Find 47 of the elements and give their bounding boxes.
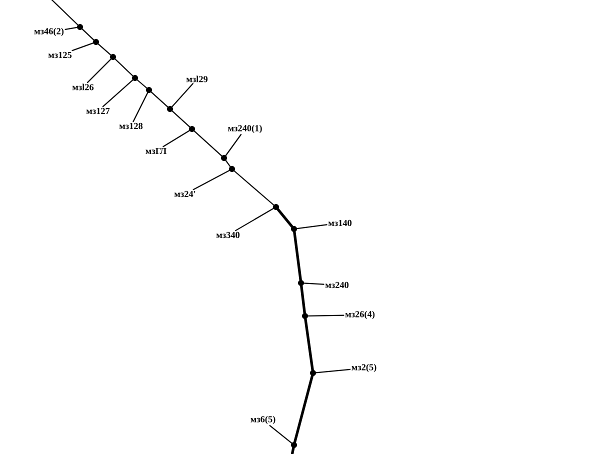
point-label: мз140 [328,220,352,226]
point-label: мз127 [86,108,110,114]
leader-line [316,368,351,374]
point-label: мз24' [174,190,196,198]
point-label: мз46(2) [34,28,64,36]
line-segment [234,170,274,206]
line-segment [172,110,190,128]
line-segment [194,130,222,157]
point-label: мзl26 [72,84,94,90]
line-segment [276,208,294,228]
point-label: мз128 [119,122,143,130]
leader-line [72,42,94,52]
leader-line [269,424,292,444]
leader-line [102,79,134,108]
leader-line [162,130,190,148]
point-label: мз340 [216,232,240,238]
junction-dot [290,442,298,448]
point-label: мз240(1) [228,124,262,134]
line-segment [82,28,94,40]
point-label: мз125 [48,52,72,58]
line-segment [293,230,302,282]
line-segment [114,58,134,76]
leader-line [225,134,242,156]
leader-line [304,282,324,285]
point-label: мз26(4) [345,310,375,320]
point-label: мз2(5) [352,364,376,372]
line-segment [136,79,148,89]
leader-line [87,58,112,83]
point-label: мз6(5) [250,416,276,424]
leader-line [132,92,148,122]
line-segment [50,0,78,26]
point-label: мз240 [325,282,349,288]
leader-line [308,314,344,317]
point-label: мзГЛ [146,148,166,154]
leader-line [296,224,328,230]
line-segment [150,92,168,108]
line-segment [293,374,314,444]
line-segment [98,43,112,56]
line-segment [225,160,231,168]
line-segment [290,446,295,454]
leader-line [172,83,194,108]
leader-line [235,208,274,232]
line-segment [304,318,314,372]
point-label: мзl29 [186,76,208,82]
leader-line [192,170,230,190]
leader-line [64,26,78,30]
line-segment [300,284,306,314]
